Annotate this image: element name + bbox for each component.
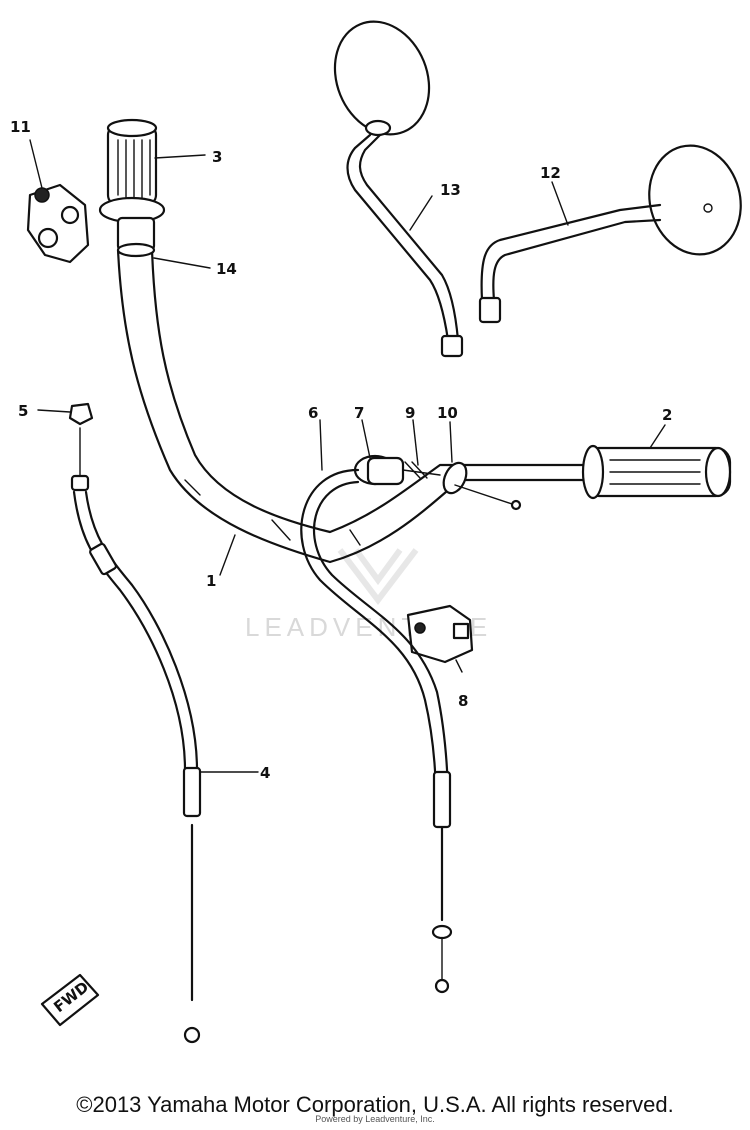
- callout-10: 10: [437, 404, 458, 422]
- throttle-cable: [300, 468, 453, 994]
- callout-14: 14: [216, 260, 237, 278]
- throttle-assembly: [353, 454, 522, 511]
- left-grip: [98, 118, 166, 224]
- leader-lines: [29, 139, 666, 773]
- right-grip: [581, 444, 732, 500]
- callout-7: 7: [354, 404, 364, 422]
- callout-11: 11: [10, 118, 31, 136]
- powered-by-credit: Powered by Leadventure, Inc.: [315, 1114, 435, 1124]
- callout-9: 9: [405, 404, 415, 422]
- callout-6: 6: [308, 404, 318, 422]
- callout-2: 2: [662, 406, 672, 424]
- callout-8: 8: [458, 692, 468, 710]
- callout-13: 13: [440, 181, 461, 199]
- clutch-cable: [70, 427, 202, 1044]
- right-switch: [406, 604, 474, 664]
- copyright-notice: ©2013 Yamaha Motor Corporation, U.S.A. A…: [76, 1092, 674, 1117]
- clutch-cable-adjuster: [68, 402, 94, 426]
- callout-4: 4: [260, 764, 270, 782]
- callout-3: 3: [212, 148, 222, 166]
- left-mirror: [333, 20, 464, 358]
- callout-1: 1: [206, 572, 216, 590]
- callout-12: 12: [540, 164, 561, 182]
- watermark-logo: [337, 548, 419, 605]
- fwd-arrow-icon: [40, 973, 100, 1027]
- left-lever-holder: [26, 183, 90, 264]
- callout-5: 5: [18, 402, 28, 420]
- left-holder: [116, 216, 156, 258]
- handlebar: [116, 248, 602, 564]
- right-mirror: [478, 144, 742, 324]
